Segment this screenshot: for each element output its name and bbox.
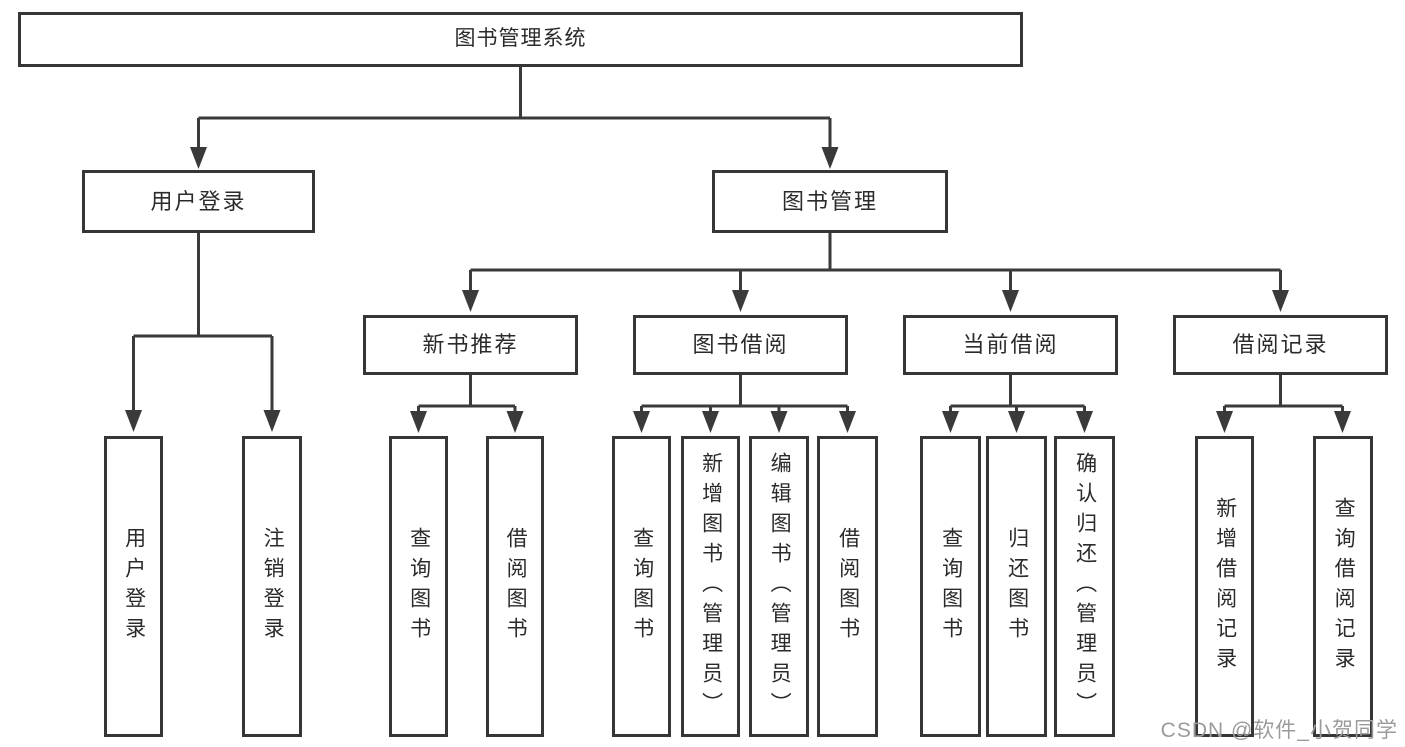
arrowhead (190, 147, 207, 169)
arrowhead (1272, 290, 1289, 312)
node-book-management: 图书管理 (712, 170, 948, 233)
node-query-books-current: 查询图书 (920, 436, 981, 737)
connector-book-management (462, 233, 1289, 312)
arrowhead (1076, 411, 1093, 433)
connector-current-borrow (942, 375, 1093, 433)
node-confirm-return-admin: 确认归还（管理员） (1054, 436, 1115, 737)
arrowhead (1216, 411, 1233, 433)
connector-user-login (125, 233, 281, 432)
node-book-borrow: 图书借阅 (633, 315, 848, 375)
arrowhead (821, 147, 839, 169)
node-edit-books-admin: 编辑图书（管理员） (749, 436, 809, 737)
arrowhead (839, 411, 856, 433)
arrowhead (263, 410, 281, 432)
node-borrow-books-action: 借阅图书 (817, 436, 878, 737)
arrowhead (1334, 411, 1351, 433)
connector-new-book-recommend (410, 375, 524, 433)
connector-borrow-records (1216, 375, 1351, 433)
arrowhead (506, 411, 524, 433)
arrowhead (770, 411, 788, 433)
node-current-borrow: 当前借阅 (903, 315, 1118, 375)
arrowhead (125, 410, 142, 432)
connector-book-borrow (633, 375, 856, 433)
node-query-books-borrow: 查询图书 (612, 436, 671, 737)
node-logout-action: 注销登录 (242, 436, 302, 737)
node-add-books-admin: 新增图书（管理员） (681, 436, 740, 737)
arrowhead (732, 290, 749, 312)
node-query-books-recommend: 查询图书 (389, 436, 448, 737)
arrowhead (702, 411, 719, 433)
node-add-borrow-record: 新增借阅记录 (1195, 436, 1254, 737)
node-return-books: 归还图书 (986, 436, 1047, 737)
arrowhead (1008, 411, 1025, 433)
arrowhead (633, 411, 650, 433)
node-query-borrow-record: 查询借阅记录 (1313, 436, 1373, 737)
node-user-login: 用户登录 (82, 170, 315, 233)
node-login-action: 用户登录 (104, 436, 163, 737)
node-new-book-recommend: 新书推荐 (363, 315, 578, 375)
node-borrow-books-recommend: 借阅图书 (486, 436, 544, 737)
arrowhead (1002, 290, 1019, 312)
arrowhead (942, 411, 959, 433)
arrowhead (462, 290, 479, 312)
node-root: 图书管理系统 (18, 12, 1023, 67)
node-borrow-records: 借阅记录 (1173, 315, 1388, 375)
arrowhead (410, 411, 427, 433)
connector-root (190, 67, 839, 169)
csdn-watermark: CSDN @软件_小贺同学 (1160, 719, 1398, 742)
